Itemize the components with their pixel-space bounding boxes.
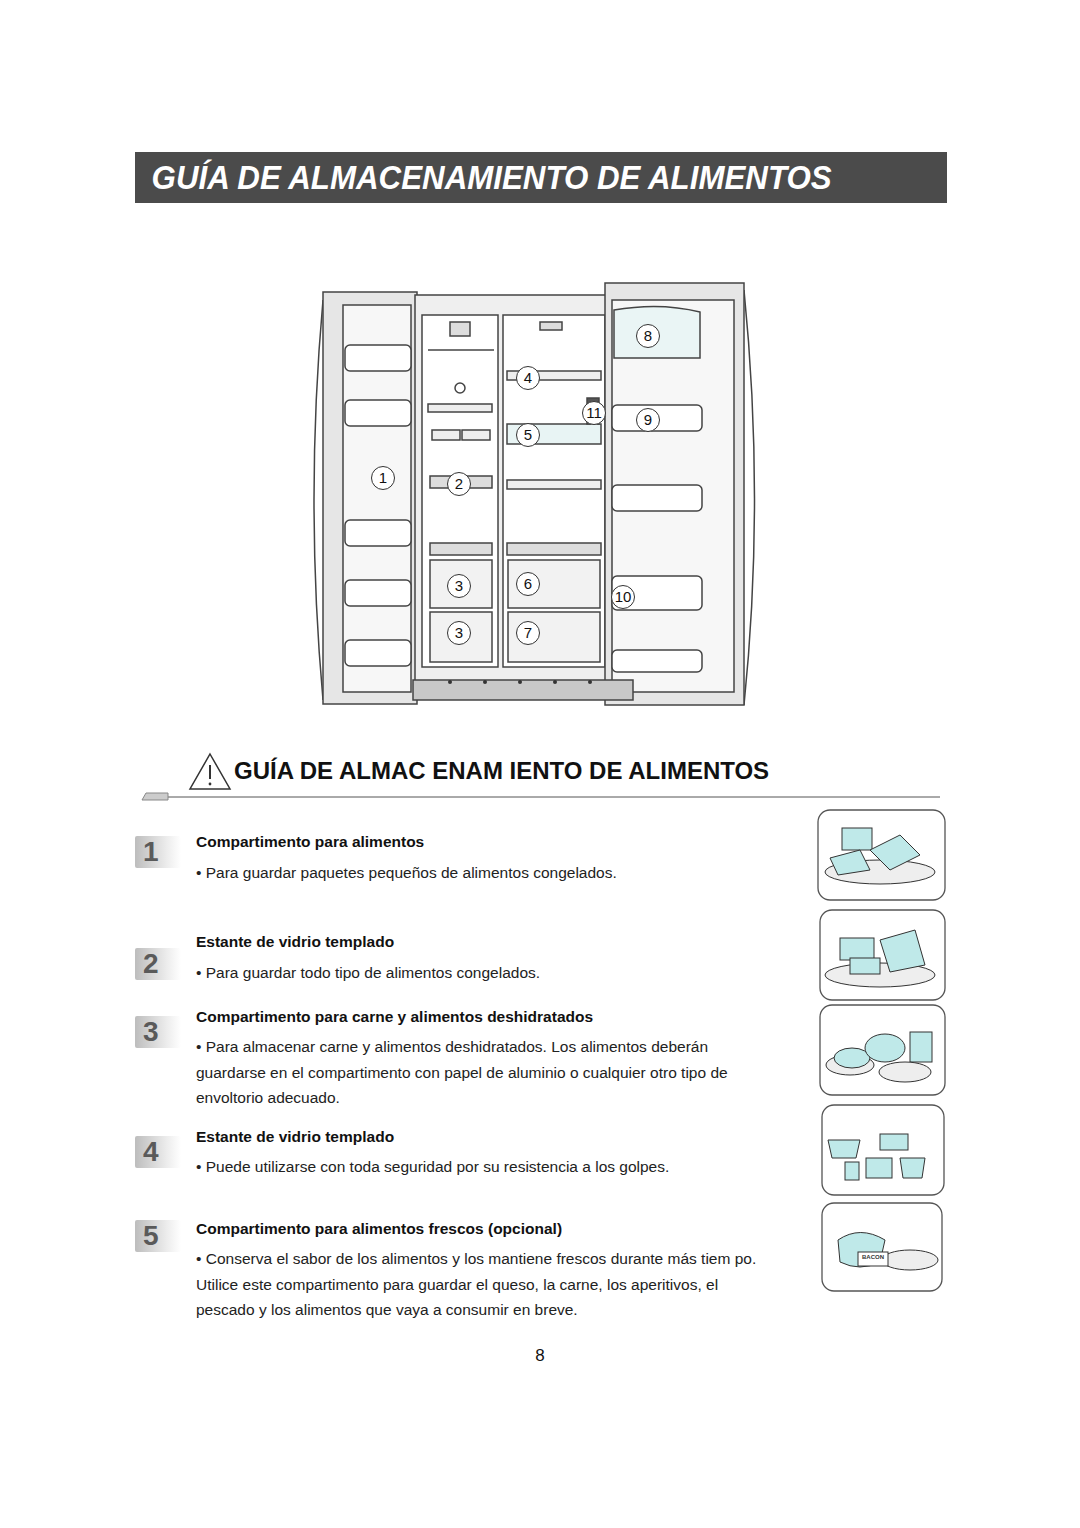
number-tab: 3 bbox=[135, 1016, 181, 1048]
title-text: GUÍA DE ALMACENAMIENTO DE ALIMENTOS bbox=[135, 152, 882, 203]
item-text: • Para guardar todo tipo de alimentos co… bbox=[196, 960, 761, 986]
callout-number: 8 bbox=[636, 324, 660, 348]
callout-number: 5 bbox=[516, 423, 540, 447]
package-text: BACON bbox=[862, 1254, 884, 1260]
item-text: • Conserva el sabor de los alimentos y l… bbox=[196, 1246, 761, 1323]
callout-number: 4 bbox=[516, 366, 540, 390]
item-heading: Compartimento para carne y alimentos des… bbox=[196, 1008, 593, 1026]
callout-number: 7 bbox=[516, 621, 540, 645]
item-heading: Compartimento para alimentos frescos (op… bbox=[196, 1220, 562, 1238]
item-heading: Estante de vidrio templado bbox=[196, 933, 394, 951]
callout-number: 11 bbox=[582, 401, 606, 425]
item-heading: Compartimento para alimentos bbox=[196, 833, 424, 851]
callout-number: 1 bbox=[371, 466, 395, 490]
subtitle: GUÍA DE ALMAC ENAM IENTO DE ALIMENTOS bbox=[234, 757, 769, 785]
callout-number: 2 bbox=[447, 472, 471, 496]
item-text: • Para almacenar carne y alimentos deshi… bbox=[196, 1034, 761, 1111]
tab-number: 3 bbox=[135, 1016, 181, 1048]
callout-number: 3 bbox=[447, 574, 471, 598]
callout-number: 10 bbox=[611, 585, 635, 609]
number-tab: 2 bbox=[135, 948, 181, 980]
tab-number: 2 bbox=[135, 948, 181, 980]
number-tab: 4 bbox=[135, 1136, 181, 1168]
number-tab: 1 bbox=[135, 836, 181, 868]
callout-number: 3 bbox=[447, 621, 471, 645]
title-band: GUÍA DE ALMACENAMIENTO DE ALIMENTOS bbox=[135, 152, 947, 203]
tab-number: 4 bbox=[135, 1136, 181, 1168]
page-number: 8 bbox=[535, 1346, 544, 1366]
tab-number: 1 bbox=[135, 836, 181, 868]
callout-number: 9 bbox=[636, 408, 660, 432]
tab-number: 5 bbox=[135, 1220, 181, 1252]
item-text: • Puede utilizarse con toda seguridad po… bbox=[196, 1154, 761, 1180]
callout-number: 6 bbox=[516, 572, 540, 596]
item-text: • Para guardar paquetes pequeños de alim… bbox=[196, 860, 761, 886]
item-heading: Estante de vidrio templado bbox=[196, 1128, 394, 1146]
number-tab: 5 bbox=[135, 1220, 181, 1252]
